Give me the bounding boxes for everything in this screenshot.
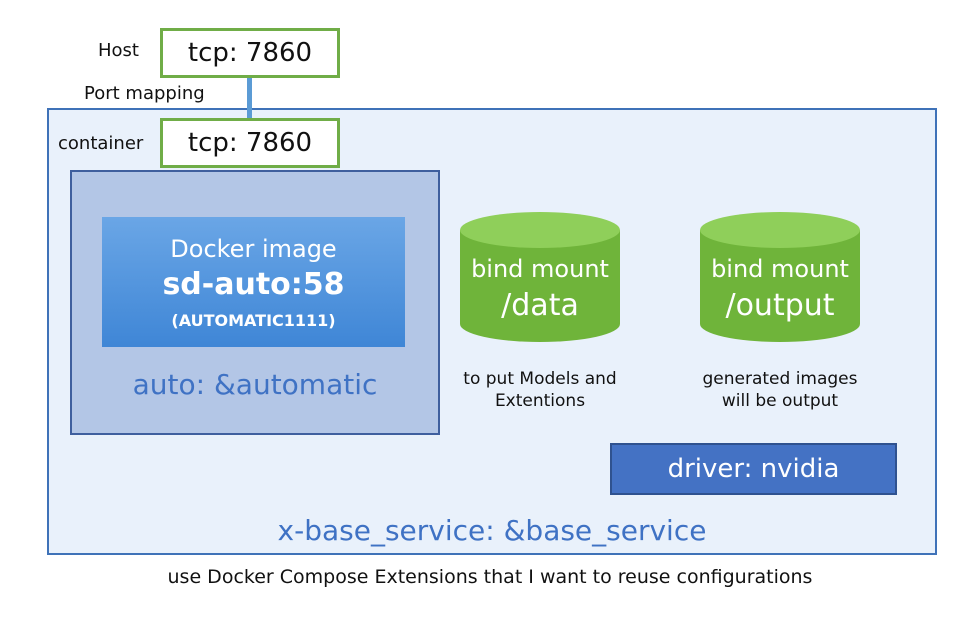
output-mount-line2: /output (725, 288, 834, 323)
data-mount-line1: bind mount (471, 255, 609, 283)
data-mount-line2: /data (501, 288, 579, 323)
output-mount-cylinder: bind mount /output (700, 212, 860, 342)
footer-caption: use Docker Compose Extensions that I wan… (167, 566, 813, 588)
docker-image-subtitle: (AUTOMATIC1111) (171, 311, 336, 330)
port-mapping-connector (247, 78, 252, 120)
data-mount-caption-line1: to put Models and (463, 369, 617, 389)
host-label: Host (98, 40, 139, 61)
docker-image-box: Docker image sd-auto:58 (AUTOMATIC1111) (102, 217, 405, 347)
host-tcp-box: tcp: 7860 (160, 28, 340, 78)
container-tcp-box: tcp: 7860 (160, 118, 340, 168)
output-mount-caption-line2: will be output (721, 391, 839, 411)
output-mount-caption-line1: generated images (702, 369, 858, 389)
docker-image-title: Docker image (170, 235, 337, 263)
port-mapping-label: Port mapping (84, 83, 205, 104)
data-mount-cylinder: bind mount /data (460, 212, 620, 342)
output-mount-line1: bind mount (711, 255, 849, 283)
base-service-label: x-base_service: &base_service (277, 514, 707, 547)
auto-anchor-label: auto: &automatic (132, 368, 378, 401)
data-mount-caption-line2: Extentions (494, 391, 586, 411)
container-label: container (58, 133, 144, 154)
output-mount-caption: generated images will be output (680, 368, 880, 412)
docker-image-name: sd-auto:58 (162, 267, 345, 302)
driver-box: driver: nvidia (610, 443, 897, 495)
data-mount-caption: to put Models and Extentions (440, 368, 640, 412)
